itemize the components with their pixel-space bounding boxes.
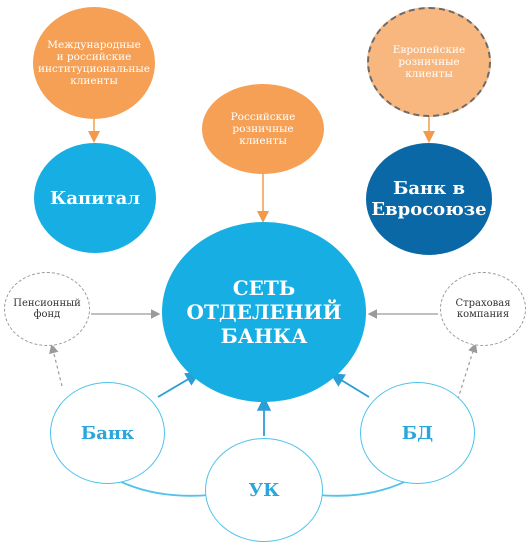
- arrow-bd-to-network: [329, 373, 370, 398]
- arrow-bank-to-network: [157, 372, 201, 398]
- node-eu-bank: Банк в Евросоюзе: [366, 143, 492, 255]
- arrow-bd-to-insurance: [455, 342, 478, 406]
- node-insurance: Страховая компания: [440, 272, 526, 346]
- node-pension: Пенсионный фонд: [4, 272, 90, 346]
- node-intl-clients: Международные и российские институционал…: [33, 7, 155, 119]
- node-bank: Банк: [50, 382, 165, 484]
- node-capital: Капитал: [34, 143, 156, 253]
- node-bd: БД: [360, 382, 475, 484]
- node-eu-retail: Европейские розничные клиенты: [367, 7, 491, 117]
- node-ru-retail: Российские розничные клиенты: [202, 84, 324, 174]
- node-uk: УК: [205, 438, 323, 542]
- node-network: СЕТЬ ОТДЕЛЕНИЙ БАНКА: [162, 222, 366, 402]
- arrow-bank-to-pension: [49, 343, 63, 387]
